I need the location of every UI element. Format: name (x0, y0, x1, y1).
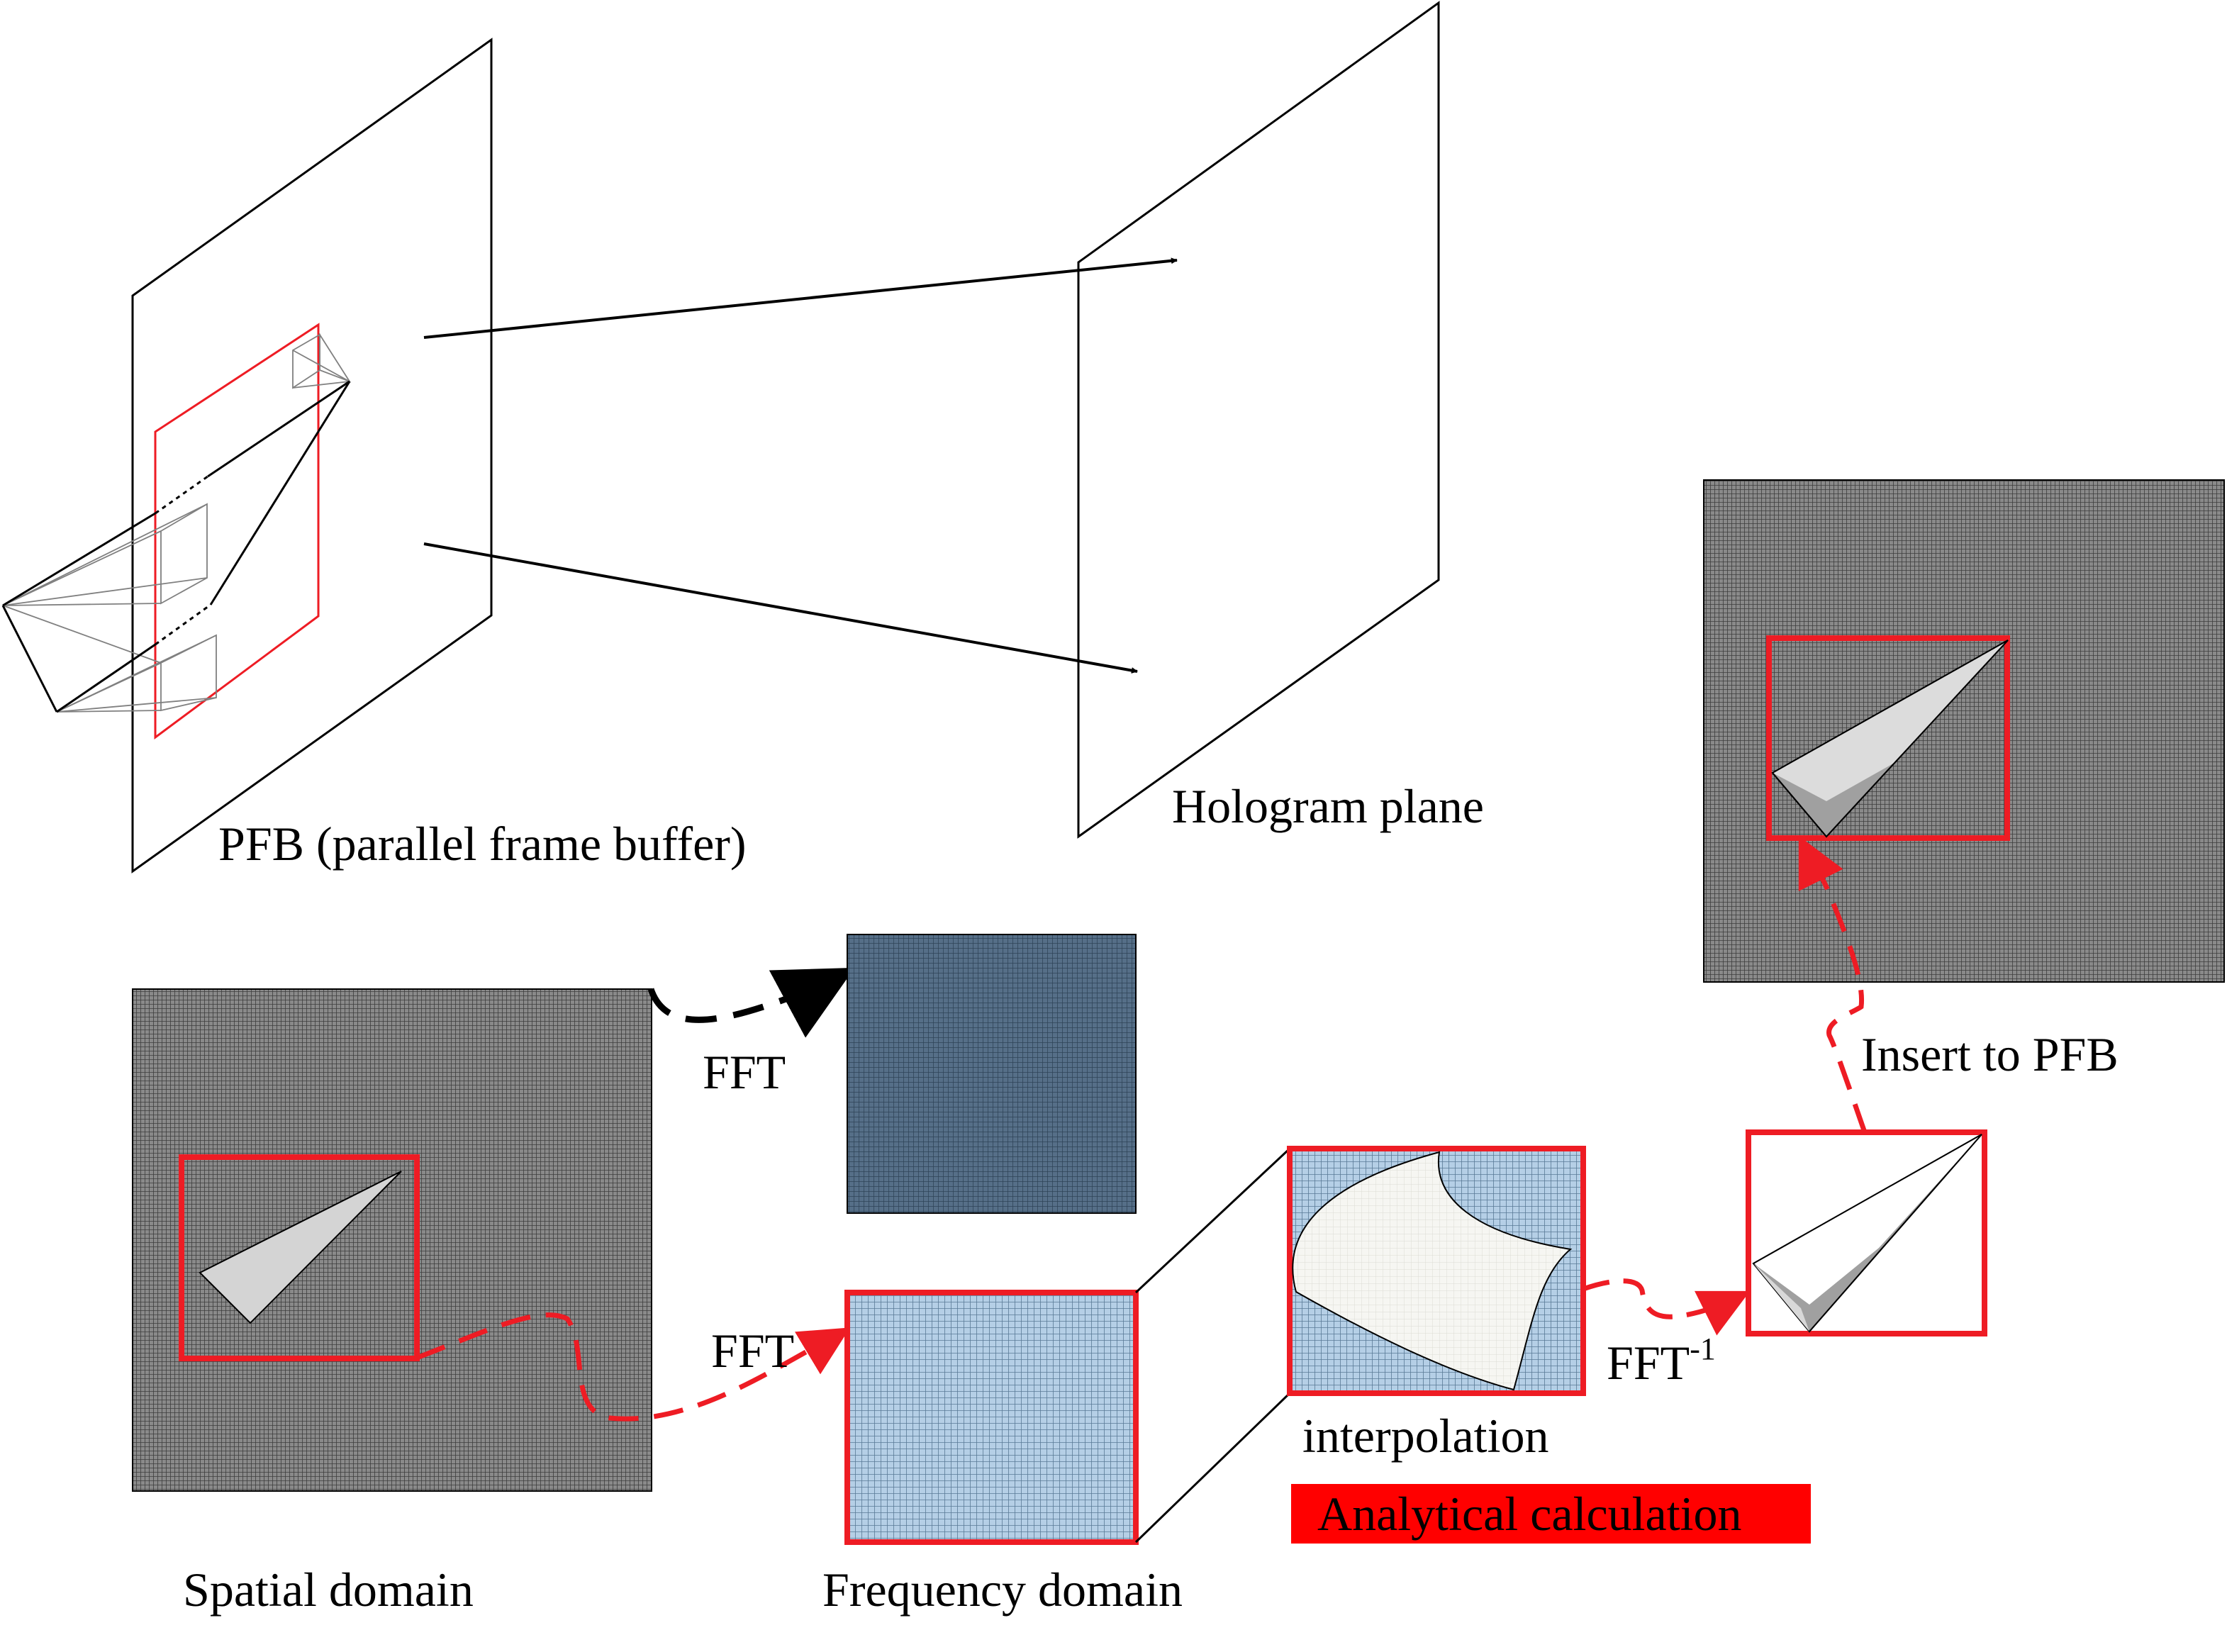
fft-label-top: FFT (703, 1045, 786, 1099)
ifft-arrow-red (1582, 1278, 1751, 1336)
propagation-arrows (423, 257, 1178, 674)
spatial-domain-grid (132, 988, 652, 1492)
hologram-plane (1077, 1, 1440, 839)
interpolation-grid (1287, 1146, 1586, 1396)
frequency-domain-grid (844, 1290, 1139, 1545)
ifft-result-box (1746, 1129, 1987, 1336)
fft-label-mid: FFT (711, 1324, 794, 1378)
fft-arrow-black (647, 967, 855, 1038)
pfb-plane (131, 38, 493, 874)
pfb-result-grid (1703, 479, 2225, 983)
analytical-label: Analytical calculation (1317, 1487, 1742, 1541)
insert-arrow-red (1798, 835, 1868, 1134)
analytical-banner: Analytical calculation (1291, 1484, 1811, 1544)
zoom-connectors (1134, 1147, 1291, 1544)
ifft-label: FFT-1 (1607, 1332, 1716, 1390)
interpolation-patch (1292, 1151, 1573, 1391)
pfb-label: PFB (parallel frame buffer) (218, 817, 747, 871)
fft-arrow-red (415, 1312, 851, 1422)
interpolation-label: interpolation (1302, 1409, 1548, 1463)
spatial-domain-label: Spatial domain (183, 1563, 474, 1617)
ray-fan (2, 332, 352, 713)
navy-spectrum-grid (847, 934, 1137, 1214)
insert-label: Insert to PFB (1861, 1027, 2119, 1081)
frequency-domain-label: Frequency domain (822, 1563, 1183, 1617)
pfb-red-window (154, 323, 320, 740)
hologram-plane-label: Hologram plane (1172, 779, 1484, 833)
object-triangle (1, 380, 351, 713)
